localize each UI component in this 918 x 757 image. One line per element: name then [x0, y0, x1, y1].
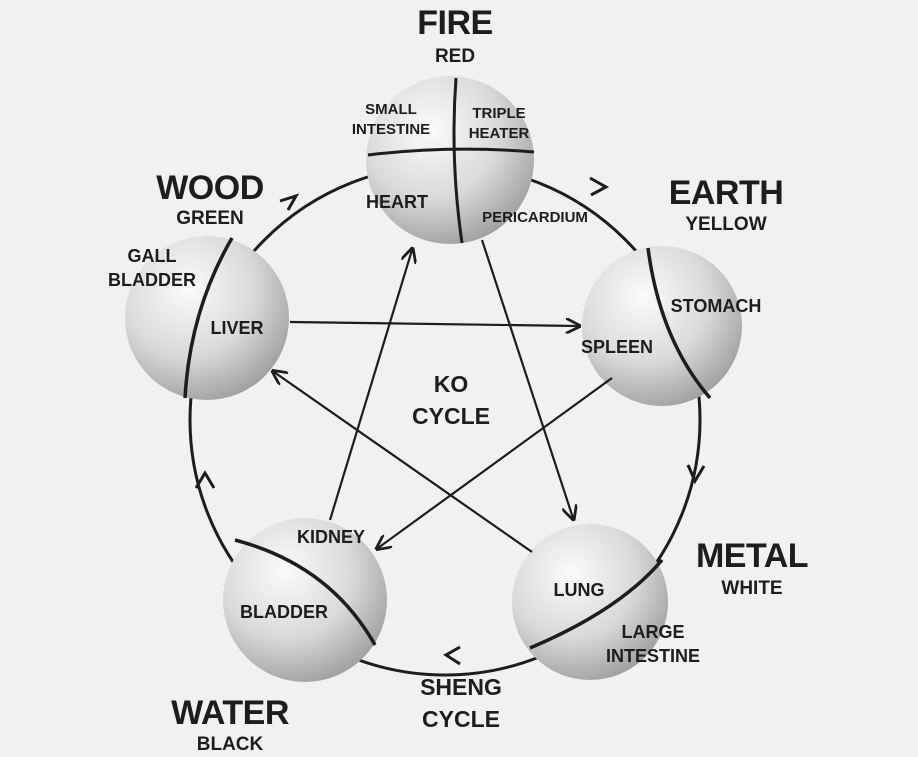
water-color: BLACK [197, 734, 264, 752]
ko-cycle-label-line1: KO [434, 371, 469, 397]
sheng-arrow-fire-earth [589, 176, 610, 197]
wood-color: GREEN [176, 208, 244, 229]
wood-name: WOOD [156, 169, 264, 207]
fire-divider-vertical [452, 77, 464, 244]
sheng-arrow-wood-fire [279, 193, 300, 211]
sheng-arrow-metal-water [443, 645, 461, 666]
sheng-arrow-earth-metal [686, 464, 706, 485]
metal-divider [529, 558, 664, 650]
ko-cycle-label-line2: CYCLE [412, 403, 490, 429]
organ-large-intestine-line1: LARGE [622, 622, 685, 642]
ko-arrow-wood-earth [289, 322, 578, 326]
earth-divider [646, 247, 712, 400]
organ-lung: LUNG [554, 580, 605, 600]
earth-color: YELLOW [685, 214, 766, 235]
organ-kidney: KIDNEY [297, 527, 365, 547]
water-sphere [223, 518, 387, 682]
organ-small-intestine-line2: INTESTINE [352, 121, 430, 138]
wood-divider [183, 237, 234, 399]
organ-pericardium: PERICARDIUM [482, 209, 588, 226]
organ-triple-heater-line2: HEATER [469, 125, 530, 142]
organ-triple-heater-line1: TRIPLE [472, 105, 525, 122]
organ-spleen: SPLEEN [581, 337, 653, 357]
earth-sphere [582, 246, 742, 406]
organ-large-intestine-line2: INTESTINE [606, 646, 700, 666]
water-name: WATER [171, 694, 289, 732]
ko-arrow-fire-metal [480, 239, 573, 518]
sheng-cycle-label-line1: SHENG [420, 674, 502, 700]
metal-color: WHITE [721, 578, 782, 599]
organ-gall-bladder-line2: BLADDER [108, 270, 196, 290]
wood-sphere [125, 236, 289, 400]
ko-arrow-metal-wood [274, 372, 533, 553]
organ-heart: HEART [366, 192, 428, 212]
organ-bladder: BLADDER [240, 602, 328, 622]
water-divider [234, 538, 377, 646]
organ-small-intestine-line1: SMALL [365, 101, 417, 118]
ko-arrow-earth-water [378, 377, 613, 548]
earth-name: EARTH [669, 174, 784, 212]
fire-divider-horizontal [367, 147, 535, 157]
sheng-arrow-water-wood [194, 470, 216, 489]
organ-liver: LIVER [210, 318, 263, 338]
fire-sphere [366, 76, 534, 244]
fire-color: RED [435, 46, 475, 67]
organ-gall-bladder-line1: GALL [128, 246, 177, 266]
metal-sphere [512, 524, 668, 680]
fire-name: FIRE [417, 4, 492, 42]
metal-name: METAL [696, 537, 808, 575]
organ-stomach: STOMACH [671, 296, 762, 316]
sheng-cycle-label-line2: CYCLE [422, 706, 500, 732]
ko-arrow-water-fire [328, 250, 412, 521]
